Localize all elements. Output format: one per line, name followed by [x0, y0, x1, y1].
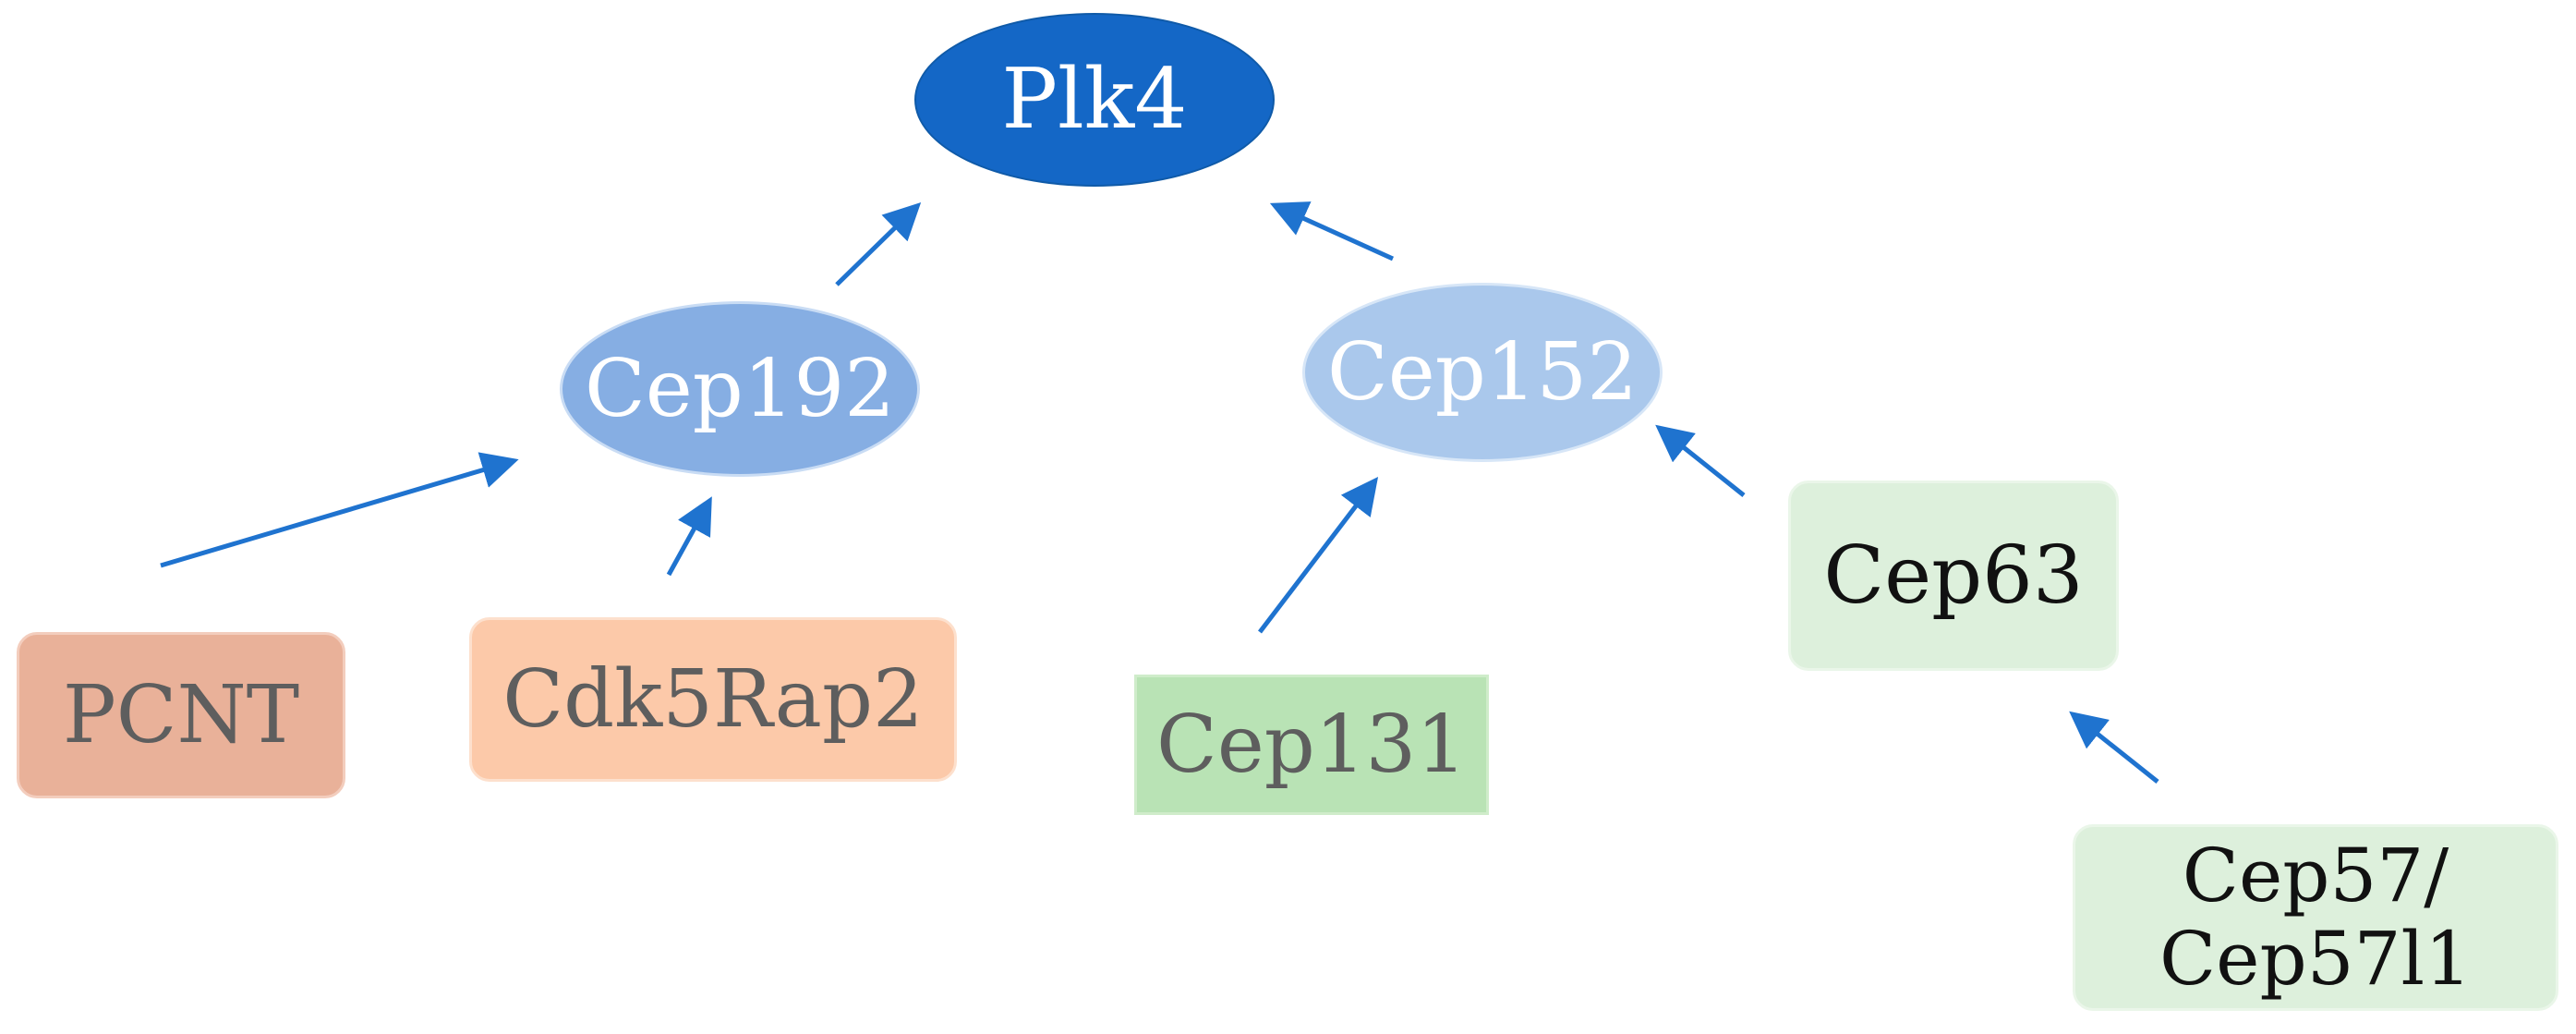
node-pcnt-label: PCNT	[62, 668, 300, 761]
node-cep192-label: Cep192	[585, 342, 895, 435]
node-cep131: Cep131	[1134, 675, 1489, 815]
arrow-cep63-to-cep152	[1655, 424, 1746, 497]
arrow-cep57-cep57l1-to-cep63	[2069, 711, 2159, 784]
arrow-cep131-to-cep152	[1258, 477, 1379, 634]
node-cep192: Cep192	[560, 301, 920, 477]
node-cep131-label: Cep131	[1156, 698, 1467, 791]
node-cep63-label: Cep63	[1823, 529, 2084, 622]
arrow-cep152-to-plk4	[1269, 201, 1395, 262]
node-cep63: Cep63	[1788, 481, 2119, 671]
node-cep57-cep57l1: Cep57/ Cep57l1	[2073, 824, 2558, 1011]
node-cep57-label-line2: Cep57l1	[2159, 916, 2473, 1002]
node-plk4-label: Plk4	[1001, 50, 1188, 148]
node-pcnt: PCNT	[17, 632, 345, 798]
arrow-cdk5rap2-to-cep192	[666, 496, 712, 577]
node-cep57-label-line1: Cep57/	[2182, 833, 2449, 919]
node-cep152-label: Cep152	[1327, 325, 1638, 419]
arrow-pcnt-to-cep192	[160, 452, 519, 568]
node-cep152: Cep152	[1302, 283, 1663, 462]
node-plk4: Plk4	[914, 13, 1275, 187]
node-cdk5rap2-label: Cdk5Rap2	[502, 652, 924, 746]
arrow-cep192-to-plk4	[835, 202, 922, 286]
node-cdk5rap2: Cdk5Rap2	[469, 617, 957, 782]
